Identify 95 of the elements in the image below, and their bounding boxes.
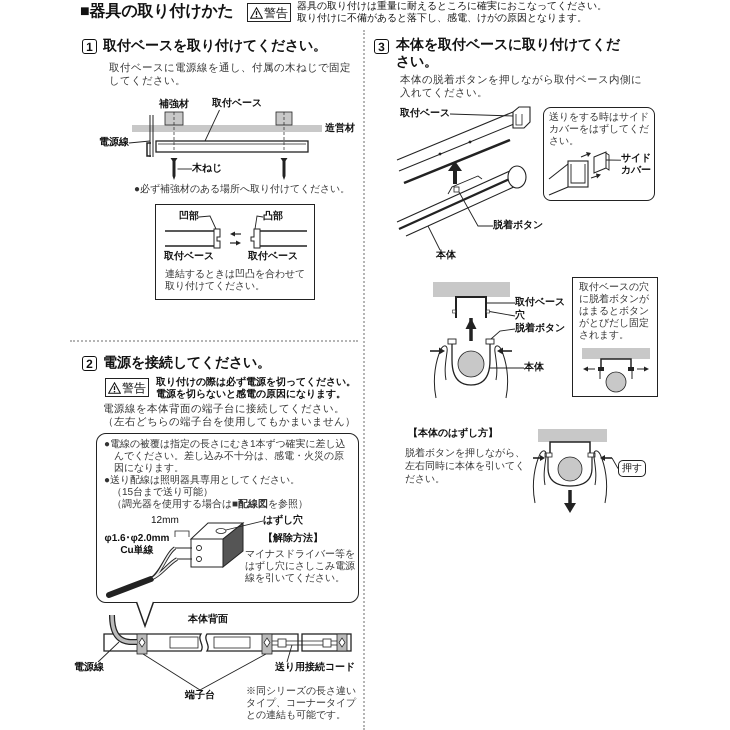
leader-line [612, 458, 618, 469]
arrow [466, 318, 476, 341]
part-label: サイドカバー [621, 153, 652, 177]
note-box [543, 107, 655, 201]
note-text: 取付ベースの穴に脱着ボタンがはまるとボタンがとびだし固定されます。 [579, 282, 650, 342]
instruction-text: 電源線を本体背面の端子台に接続してください。 [103, 403, 345, 416]
note-box [572, 277, 658, 397]
leader-line [198, 216, 216, 230]
part-label: 造営材 [325, 123, 355, 135]
release-hole [216, 528, 226, 534]
side-cover [594, 151, 606, 174]
part-label: 脱着ボタン [493, 220, 543, 232]
leader-line [458, 192, 494, 226]
part-label: 取付ベース [212, 98, 262, 110]
part-label: 端子台 [185, 690, 215, 702]
warning-label: 警告 [122, 382, 146, 394]
step-heading: 電源を接続してください。 [103, 354, 271, 371]
warning-text: 器具の取り付けは重量に耐えるところに確実におこなってください。 [297, 1, 607, 12]
step-heading: 取付ベースを取り付けてください。 [103, 37, 327, 54]
part-label: 凹部 [179, 211, 199, 223]
part-label: 取付ベース [248, 251, 298, 263]
part-label: 送り用接続コード [275, 662, 355, 674]
step-number: 3 [374, 39, 389, 54]
note-text: 送りをする時はサイドカバーをはずしてください。 [549, 112, 650, 148]
dimension-label: 12mm [151, 515, 179, 527]
fixture-body [406, 226, 428, 236]
part-label: 電源線 [99, 137, 129, 149]
mounting-base [155, 140, 309, 153]
part-label: 木ねじ [192, 163, 222, 175]
section-heading: 【本体のはずし方】 [408, 428, 498, 440]
note-text: ●電線の被覆は指定の長さにむき1本ずつ確実に差し込んでください。差し込み不十分は、感電・火災の原因になります。 [104, 439, 347, 474]
warning-badge [247, 3, 291, 22]
leader-line [490, 328, 516, 340]
leader-line [254, 215, 264, 230]
part-label: 凸部 [263, 211, 283, 223]
warning-text: 取り付けの際は必ず電源を切ってください。 [156, 377, 356, 388]
note-text: ●送り配線は照明器具専用としてください。 [104, 475, 300, 486]
step-number: 1 [82, 39, 97, 54]
release-button [486, 338, 494, 344]
leader-line [177, 168, 192, 170]
leader-line [142, 654, 200, 690]
warning-text: 取り付けに不備があると落下し、感電、けがの原因となります。 [297, 13, 587, 25]
part-label: 本体 [524, 362, 544, 374]
note-text: ※同シリーズの長さ違いタイプ、コーナータイプとの連結も可能です。 [246, 686, 358, 722]
note-text: 連結するときは凹凸を合わせて取り付けてください。 [165, 269, 306, 293]
leader-line [128, 140, 150, 144]
warning-badge [105, 378, 149, 397]
part-label: 取付ベース [515, 297, 565, 309]
part-label: 取付ベース [400, 108, 450, 120]
wire-spec-label: φ1.6･φ2.0mm Cu単線 [104, 533, 170, 557]
note-text: ●必ず補強材のある場所へ取り付けてください。 [134, 184, 350, 196]
part-label: はずし穴 [263, 515, 303, 527]
part-label: 穴 [515, 310, 525, 322]
note-text: （15台まで送り可能） [112, 487, 214, 498]
warning-text: 電源を切らないと感電の原因になります。 [156, 389, 346, 401]
release-button [454, 186, 460, 192]
warning-label: 警告 [264, 6, 288, 18]
leader-line [489, 311, 516, 316]
leader-line [286, 644, 292, 662]
leader-line [606, 160, 622, 161]
part-label: 本体背面 [188, 614, 228, 626]
part-label: 脱着ボタン [515, 323, 565, 335]
push-arrow [600, 455, 612, 461]
callout-tag: 押す [618, 460, 646, 477]
notched-end [214, 228, 220, 248]
note-box [155, 204, 315, 300]
instruction-text: （左右どちらの端子台を使用してもかまいません） [103, 416, 356, 428]
power-cable [109, 614, 137, 645]
base-end [512, 106, 531, 129]
leader-line [486, 302, 516, 304]
leader-line [450, 114, 514, 116]
note-heading: 【解除方法】 [263, 533, 323, 545]
page-title: ■器具の取り付けかた [80, 2, 234, 22]
leader-line [204, 110, 220, 142]
step-heading: 本体を取付ベースに取り付けてください。 [396, 36, 622, 70]
instruction-text: 脱着ボタンを押しながら、左右同時に本体を引いてください。 [405, 447, 526, 486]
part-label: 本体 [436, 250, 456, 262]
base-channel [455, 296, 487, 318]
part-label: 補強材 [159, 99, 189, 111]
note-text: マイナスドライバー等をはずし穴にさしこみ電源線を引いてください。 [245, 549, 356, 585]
part-label: 電源線 [74, 662, 104, 674]
step-number: 2 [82, 356, 97, 371]
callout-bubble [96, 433, 359, 603]
power-wire [150, 114, 154, 158]
note-text: （調光器を使用する場合は■配線図を参照） [112, 499, 308, 511]
leader-line [98, 642, 120, 662]
instruction-text: 本体の脱着ボタンを押しながら取付ベース内側に入れてください。 [400, 74, 643, 99]
part-label: 取付ベース [164, 251, 214, 263]
feed-cord [272, 640, 338, 646]
leader-line [200, 654, 266, 690]
instruction-text: 取付ベースに電源線を通し、付属の木ねじで固定してください。 [109, 62, 352, 87]
screw [170, 158, 178, 180]
tabbed-end [250, 228, 260, 248]
base-hole [486, 310, 490, 314]
leader-line [428, 226, 440, 250]
